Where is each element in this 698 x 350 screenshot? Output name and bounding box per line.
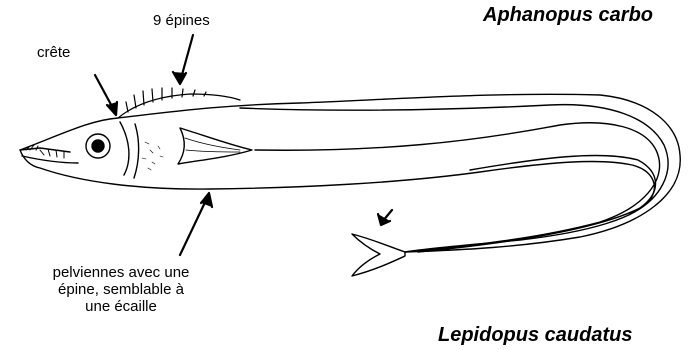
opercle-stipple [142,142,163,170]
dorsal-fin-band [240,105,668,214]
caudal-fin [352,234,405,276]
pelvic-arrow [180,196,208,255]
head [20,122,139,178]
arrows [95,35,392,255]
dorsal-spines [118,88,240,118]
eye-pupil [92,140,104,152]
fish-body-outline [20,94,680,252]
